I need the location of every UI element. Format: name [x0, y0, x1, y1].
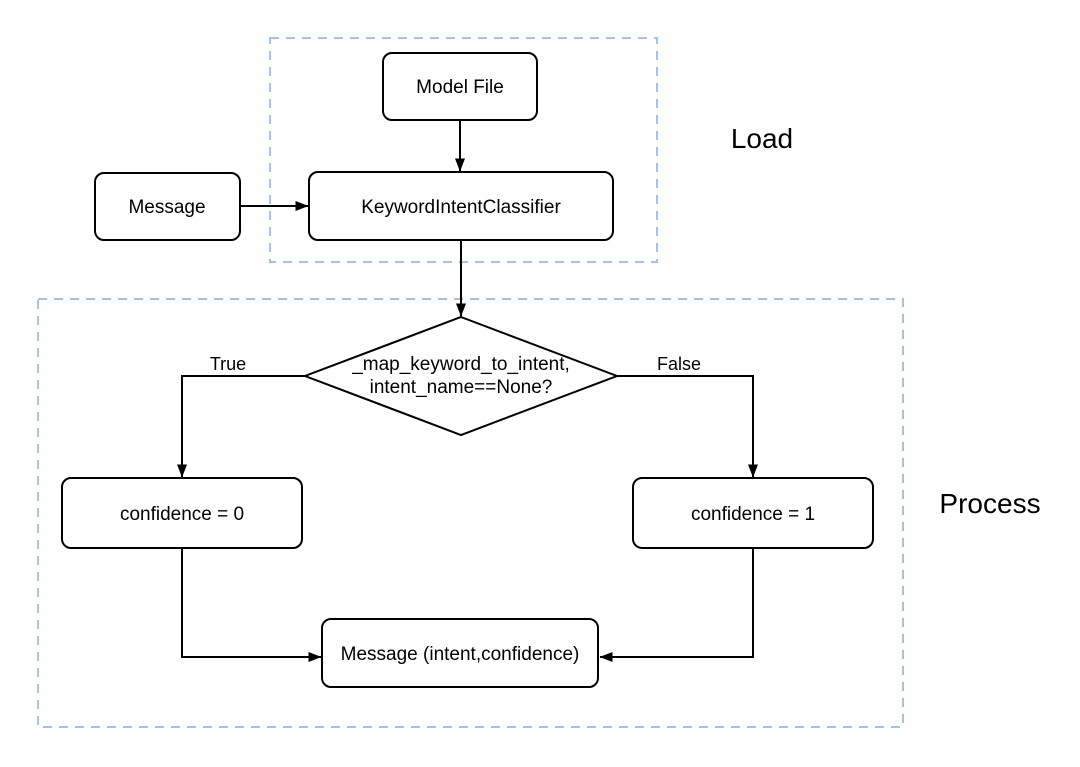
edges: True False — [177, 120, 758, 662]
classifier-label: KeywordIntentClassifier — [361, 197, 561, 218]
edge-decision-false-to-confidence-one — [617, 375, 758, 478]
process-group-label: Process — [939, 488, 1040, 519]
true-branch-label: True — [210, 354, 246, 374]
node-confidence-zero: confidence = 0 — [61, 477, 303, 549]
process-group: Process — [37, 298, 1041, 728]
node-message-in: Message — [94, 172, 241, 241]
decision-label-line1: _map_keyword_to_intent, — [351, 354, 570, 375]
node-classifier: KeywordIntentClassifier — [308, 171, 614, 241]
confidence-zero-box — [61, 477, 303, 549]
edge-confidence-zero-to-message-out — [181, 548, 322, 662]
node-message-out: Message (intent,confidence) — [321, 618, 599, 688]
classifier-box — [308, 171, 614, 241]
node-confidence-one: confidence = 1 — [632, 477, 874, 549]
confidence-zero-label: confidence = 0 — [120, 504, 244, 525]
load-group-box — [269, 37, 658, 263]
confidence-one-label: confidence = 1 — [691, 504, 815, 525]
model-file-box — [382, 52, 538, 121]
node-model-file: Model File — [382, 52, 538, 121]
message-out-box — [321, 618, 599, 688]
edge-confidence-one-to-message-out — [599, 548, 754, 662]
message-out-label: Message (intent,confidence) — [341, 644, 580, 665]
confidence-one-box — [632, 477, 874, 549]
process-group-box — [37, 298, 904, 728]
message-in-box — [94, 172, 241, 241]
false-branch-label: False — [657, 354, 701, 374]
node-decision: _map_keyword_to_intent, intent_name==Non… — [302, 315, 620, 437]
decision-label-line2: intent_name==None? — [370, 377, 553, 398]
decision-diamond — [302, 315, 620, 437]
model-file-label: Model File — [416, 77, 504, 98]
message-in-label: Message — [128, 197, 205, 218]
load-group-label: Load — [731, 123, 793, 154]
edge-decision-true-to-confidence-zero — [177, 375, 305, 478]
load-group: Load — [269, 37, 793, 263]
